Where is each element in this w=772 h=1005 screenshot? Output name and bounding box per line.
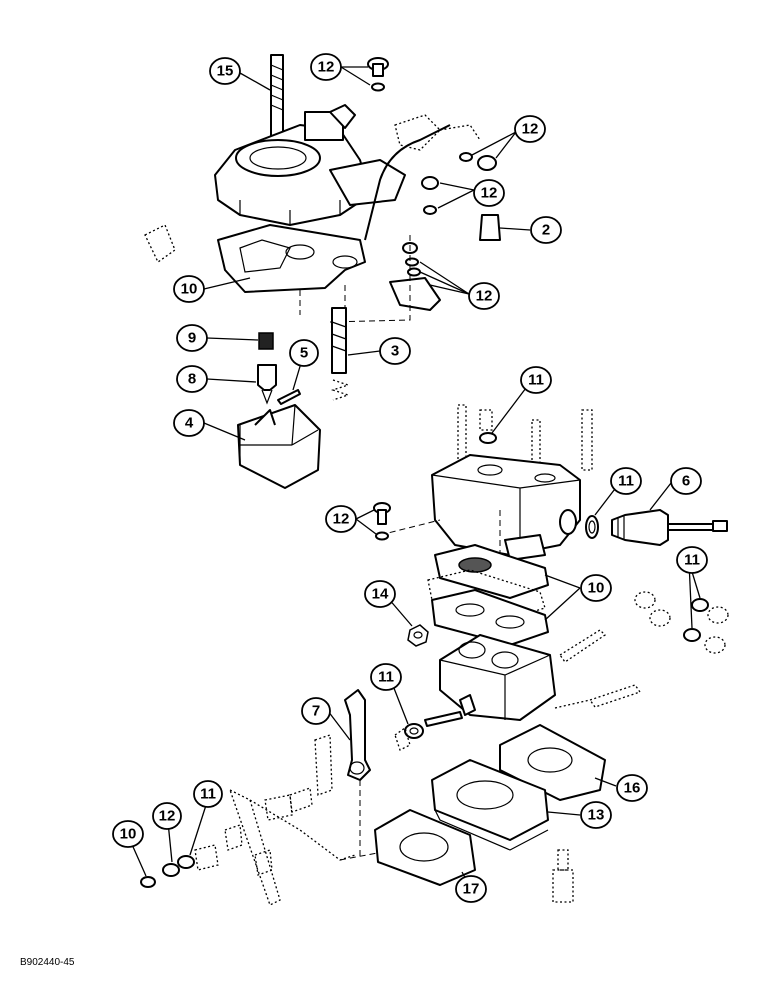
washer-11-throttle <box>394 723 424 751</box>
stud-bottom-ghost <box>552 849 574 903</box>
float-4 <box>237 404 321 489</box>
leader-lines <box>129 66 701 886</box>
throttle-linkage-ghost <box>144 114 481 263</box>
callout-11-throttle[interactable]: 11 <box>370 663 402 691</box>
washer-11-solenoid <box>585 515 599 539</box>
screw-12-mid <box>421 176 439 215</box>
callout-15[interactable]: 15 <box>209 57 241 85</box>
throttle-screws-ghost <box>554 629 642 709</box>
svg-text:15: 15 <box>217 63 234 80</box>
callout-10-middle[interactable]: 10 <box>580 574 612 602</box>
svg-text:12: 12 <box>318 59 335 76</box>
svg-text:11: 11 <box>378 669 394 686</box>
callout-11-top[interactable]: 11 <box>520 366 552 394</box>
svg-text:12: 12 <box>481 185 498 202</box>
svg-text:16: 16 <box>624 780 641 797</box>
callout-2[interactable]: 2 <box>530 216 562 244</box>
jet-3 <box>330 307 351 401</box>
callout-9[interactable]: 9 <box>176 324 208 352</box>
fuel-jets-right-ghost <box>634 591 729 654</box>
callout-10-bottom[interactable]: 10 <box>112 820 144 848</box>
svg-text:5: 5 <box>300 345 308 362</box>
solenoid-6 <box>611 509 728 546</box>
svg-text:10: 10 <box>181 281 198 298</box>
lever-7 <box>344 689 371 781</box>
screw-12-top <box>367 57 389 92</box>
callout-6[interactable]: 6 <box>670 467 702 495</box>
callout-8[interactable]: 8 <box>176 365 208 393</box>
stud-15 <box>270 54 284 151</box>
valve-8 <box>257 364 277 405</box>
svg-text:11: 11 <box>618 473 634 490</box>
nut-14 <box>407 624 429 647</box>
callout-11-right[interactable]: 11 <box>676 546 708 574</box>
svg-text:7: 7 <box>312 703 320 720</box>
svg-text:11: 11 <box>528 372 544 389</box>
callout-12-mid[interactable]: 12 <box>473 179 505 207</box>
washers-bottom-left <box>140 844 219 888</box>
linkage-assembly-ghost <box>224 734 356 906</box>
svg-text:12: 12 <box>333 511 350 528</box>
screw-12-bracket <box>389 242 441 311</box>
throttle-body <box>439 634 556 721</box>
svg-text:4: 4 <box>185 415 194 432</box>
callout-11-bottom[interactable]: 11 <box>193 780 223 808</box>
callout-12-bottom[interactable]: 12 <box>152 802 182 830</box>
svg-text:10: 10 <box>588 580 605 597</box>
gasket-16 <box>499 724 606 801</box>
filter-9 <box>258 332 274 350</box>
svg-text:17: 17 <box>463 881 480 898</box>
upper-carburetor-body <box>214 104 406 226</box>
drawing-reference-number: B902440-45 <box>20 957 75 968</box>
callout-12-bracket[interactable]: 12 <box>468 282 500 310</box>
callout-7[interactable]: 7 <box>301 697 331 725</box>
svg-text:2: 2 <box>542 222 550 239</box>
callout-14[interactable]: 14 <box>364 580 396 608</box>
callout-5[interactable]: 5 <box>289 339 319 367</box>
gasket-10-top <box>217 224 366 293</box>
callout-3[interactable]: 3 <box>379 337 411 365</box>
svg-text:12: 12 <box>522 121 539 138</box>
svg-text:12: 12 <box>476 288 493 305</box>
gasket-17 <box>374 809 476 886</box>
svg-text:14: 14 <box>372 586 389 603</box>
callout-11-solenoid[interactable]: 11 <box>610 467 642 495</box>
plug-2 <box>479 214 501 241</box>
washers-11-right <box>683 598 709 642</box>
spacer-13 <box>431 759 549 851</box>
svg-text:6: 6 <box>682 473 690 490</box>
callout-13[interactable]: 13 <box>580 801 612 829</box>
svg-text:9: 9 <box>188 330 196 347</box>
svg-text:11: 11 <box>684 552 700 569</box>
callout-12-middle[interactable]: 12 <box>325 505 357 533</box>
svg-text:11: 11 <box>200 786 216 803</box>
svg-text:13: 13 <box>588 807 605 824</box>
callout-16[interactable]: 16 <box>616 774 648 802</box>
svg-text:8: 8 <box>188 371 196 388</box>
svg-text:10: 10 <box>120 826 137 843</box>
screw-12-middle-left <box>373 502 391 541</box>
callout-4[interactable]: 4 <box>173 409 205 437</box>
screw-12-right <box>459 152 497 171</box>
callout-10-top[interactable]: 10 <box>173 275 205 303</box>
callout-17[interactable]: 17 <box>455 875 487 903</box>
pin-5 <box>277 389 301 405</box>
washer-11-top <box>479 432 497 444</box>
svg-text:12: 12 <box>159 808 176 825</box>
callout-12-right[interactable]: 12 <box>514 115 546 143</box>
callout-12-top[interactable]: 12 <box>310 53 342 81</box>
middle-carburetor-body <box>431 454 581 561</box>
gasket-10-middle <box>427 544 549 646</box>
svg-text:3: 3 <box>391 343 399 360</box>
